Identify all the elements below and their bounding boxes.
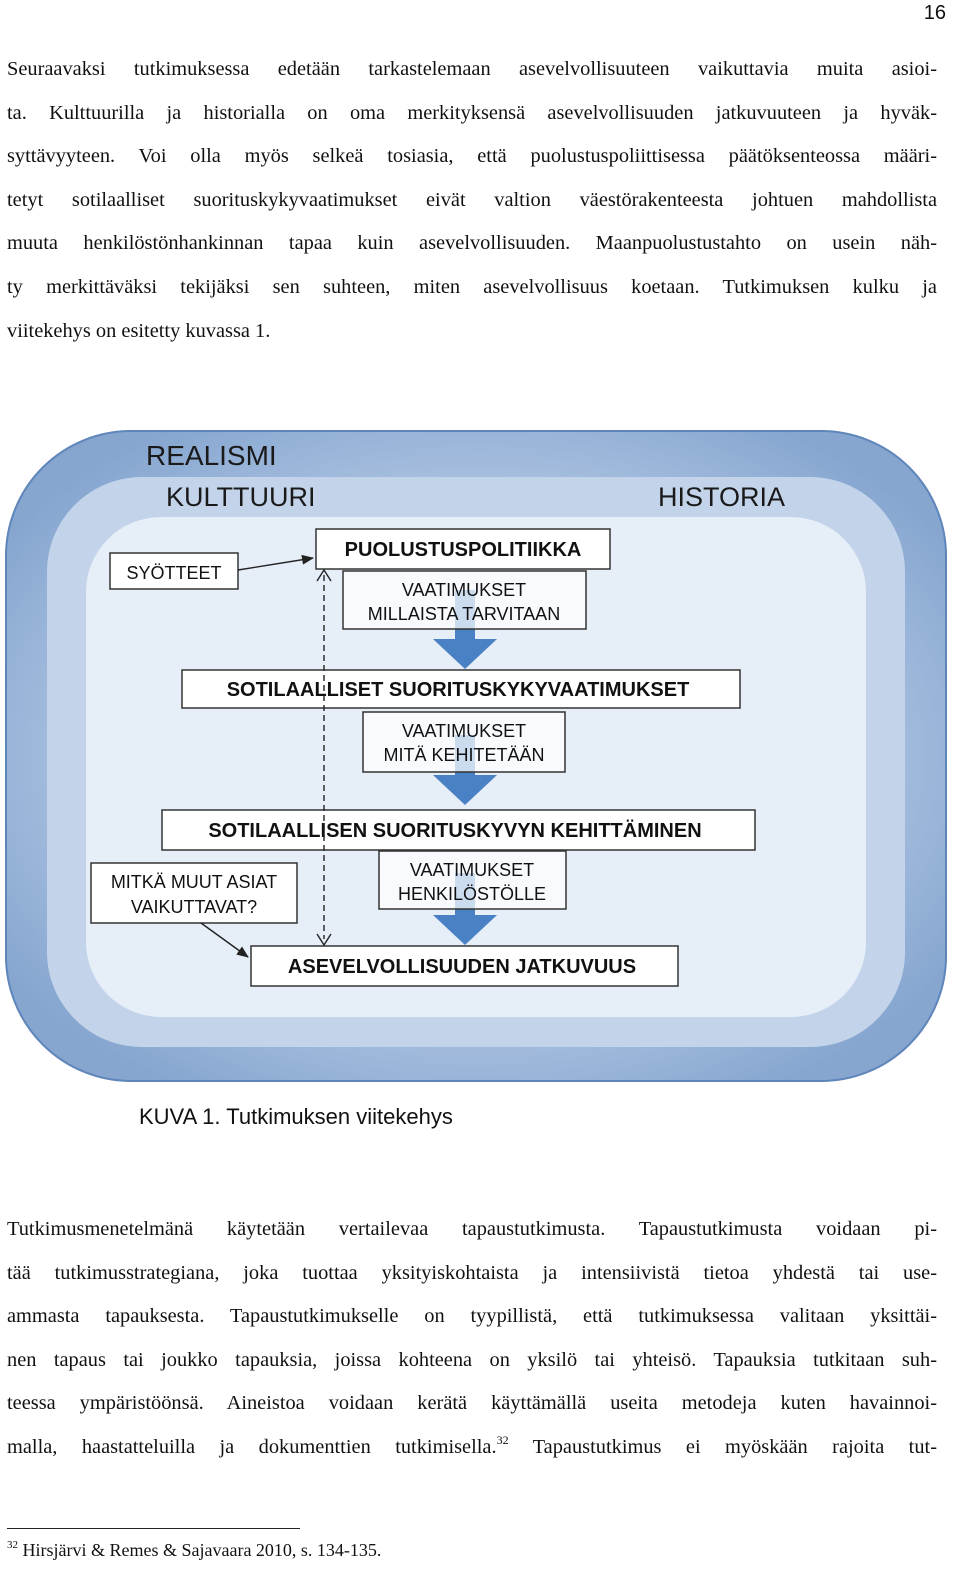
defence-policy-box: PUOLUSTUSPOLITIIKKA — [315, 528, 611, 570]
other-factors-line2: VAIKUTTAVAT? — [131, 897, 257, 917]
military-requirements-label: SOTILAALLISET SUORITUSKYKYVAATIMUKSET — [227, 679, 690, 701]
footnote-text: Hirsjärvi & Remes & Sajavaara 2010, s. 1… — [22, 1540, 382, 1560]
paragraph-line: syttävyyteen. Voi olla myös selkeä tosia… — [7, 145, 937, 168]
military-requirements-box: SOTILAALLISET SUORITUSKYKYVAATIMUKSET — [181, 669, 741, 709]
footnote-reference[interactable]: 32 — [496, 1432, 509, 1447]
conscription-continuity-label: ASEVELVOLLISUUDEN JATKUVUUS — [288, 956, 636, 978]
paragraph-line: ty merkittäväksi tekijäksi sen suhteen, … — [7, 275, 937, 298]
page-number: 16 — [923, 2, 946, 24]
paragraph-line: nen tapaus tai joukko tapauksia, joissa … — [7, 1348, 937, 1371]
paragraph-line-text: malla, haastatteluilla ja dokumenttien t… — [7, 1435, 497, 1458]
paragraph-line: ammasta tapauksesta. Tapaustutkimukselle… — [7, 1305, 937, 1328]
requirements-subtitle: MILLAISTA TARVITAAN — [368, 604, 560, 624]
requirements-box-1: VAATIMUKSET MILLAISTA TARVITAAN — [342, 570, 587, 630]
requirements-box-2: VAATIMUKSET MITÄ KEHITETÄÄN — [362, 711, 566, 773]
other-factors-line1: MITKÄ MUUT ASIAT — [111, 872, 277, 892]
requirements-title: VAATIMUKSET — [402, 580, 526, 600]
capability-development-label: SOTILAALLISEN SUORITUSKYVYN KEHITTÄMINEN — [208, 819, 701, 842]
requirements-subtitle: MITÄ KEHITETÄÄN — [383, 745, 544, 765]
other-factors-box: MITKÄ MUUT ASIAT VAIKUTTAVAT? — [90, 862, 298, 924]
caption-label: KUVA 1. — [139, 1104, 221, 1129]
feedback-arrowhead-down — [316, 933, 332, 947]
defence-policy-label: PUOLUSTUSPOLITIIKKA — [345, 539, 582, 561]
paragraph-line: muuta henkilöstönhankinnan tapaa kuin as… — [7, 232, 937, 255]
intro-paragraph: Seuraavaksi tutkimuksessa edetään tarkas… — [7, 48, 937, 353]
method-paragraph: Tutkimusmenetelmänä käytetään vertaileva… — [7, 1208, 937, 1470]
conscription-continuity-box: ASEVELVOLLISUUDEN JATKUVUUS — [250, 945, 679, 987]
other-factors-to-continuity-arrow — [200, 922, 249, 958]
inputs-label: SYÖTTEET — [126, 563, 221, 583]
paragraph-line: teessa ympäristöönsä. Aineistoa voidaan … — [7, 1392, 937, 1415]
framework-diagram: REALISMI KULTTUURI HISTORIA SYÖTTEET PUO… — [5, 430, 947, 1082]
paragraph-line-text: Tapaustutkimus ei myöskään rajoita tut- — [532, 1435, 937, 1458]
paragraph-line: viitekehys on esitetty kuvassa 1. — [7, 319, 271, 342]
paragraph-line-with-footnote: malla, haastatteluilla ja dokumenttien t… — [7, 1426, 937, 1470]
requirements-title: VAATIMUKSET — [410, 860, 534, 880]
inputs-box: SYÖTTEET — [109, 552, 239, 590]
paragraph-line: ta. Kulttuurilla ja historialla on oma m… — [7, 101, 937, 124]
footnote-separator — [7, 1528, 300, 1529]
requirements-subtitle: HENKILÖSTÖLLE — [398, 884, 546, 904]
capability-development-box: SOTILAALLISEN SUORITUSKYVYN KEHITTÄMINEN — [161, 809, 756, 851]
footnote-number: 32 — [7, 1539, 18, 1551]
caption-text: Tutkimuksen viitekehys — [226, 1104, 453, 1129]
historia-label: HISTORIA — [658, 482, 785, 512]
paragraph-line: Seuraavaksi tutkimuksessa edetään tarkas… — [7, 58, 937, 80]
kulttuuri-label: KULTTUURI — [166, 482, 316, 512]
requirements-box-3: VAATIMUKSET HENKILÖSTÖLLE — [378, 850, 567, 910]
paragraph-line: Tutkimusmenetelmänä käytetään vertaileva… — [7, 1218, 937, 1240]
paragraph-line: tetyt sotilaalliset suorituskykyvaatimuk… — [7, 188, 937, 211]
figure-caption: KUVA 1. Tutkimuksen viitekehys — [139, 1104, 453, 1130]
inputs-to-policy-arrow — [237, 554, 314, 571]
requirements-title: VAATIMUKSET — [402, 721, 526, 741]
feedback-arrowhead-up — [316, 568, 332, 582]
realismi-label: REALISMI — [146, 440, 277, 471]
footnote: 32 Hirsjärvi & Remes & Sajavaara 2010, s… — [7, 1540, 381, 1561]
paragraph-line: tää tutkimusstrategiana, joka tuottaa yk… — [7, 1261, 937, 1284]
